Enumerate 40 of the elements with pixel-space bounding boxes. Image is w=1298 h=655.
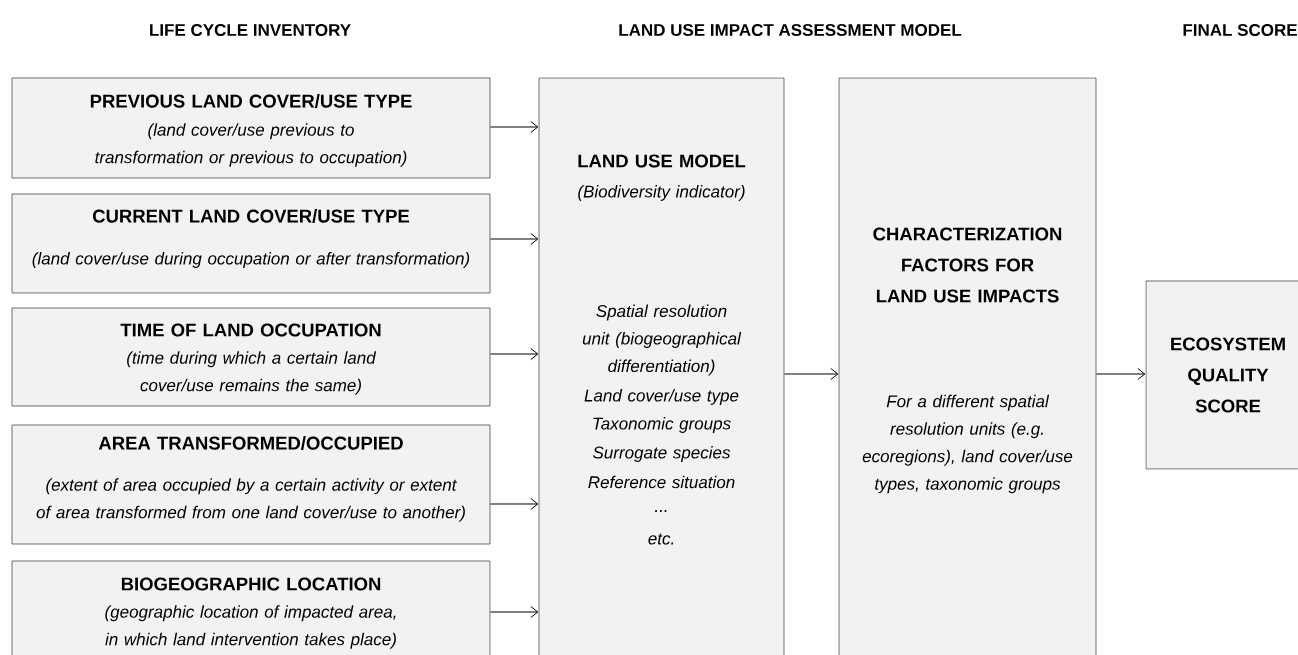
box-description: (land cover/use previous to transformation or previous to occupation) [95, 123, 407, 167]
arrow [783, 368, 839, 380]
box-description: (extent of area occupied by a certain activity or extent of area transformed from one land cover/use to another) [36, 478, 465, 522]
input-box [11, 193, 491, 294]
arrow [489, 498, 539, 510]
input-box [11, 560, 491, 655]
box-description: For a different spatial resolution units (e.g. ecoregions), land cover/use types, taxonomic groups [862, 394, 1073, 494]
box-description: Surrogate species [593, 446, 731, 462]
arrow [489, 348, 539, 360]
box-description: etc. [648, 533, 674, 545]
model-box [538, 77, 785, 655]
arrow [489, 606, 539, 618]
box-description: Spatial resolution unit (biogeographical differentiation) [582, 304, 742, 376]
arrow [489, 121, 539, 133]
box-heading: PREVIOUS LAND COVER/USE TYPE [90, 94, 412, 108]
input-box [11, 77, 491, 179]
factors-box [838, 77, 1097, 655]
input-box [11, 307, 491, 407]
box-heading: LAND USE MODEL [578, 154, 746, 168]
box-description: (geographic location of impacted area, in which land intervention takes place) [105, 605, 396, 649]
box-description: (time during which a certain land cover/use remains the same) [127, 351, 377, 395]
box-description: ... [655, 510, 667, 512]
score-box [1145, 280, 1298, 470]
box-description: (land cover/use during occupation or after transformation) [32, 252, 470, 268]
input-box [11, 424, 491, 545]
box-heading: AREA TRANSFORMED/OCCUPIED [98, 436, 403, 450]
box-heading: TIME OF LAND OCCUPATION [120, 323, 381, 337]
box-heading: ECOSYSTEM QUALITY SCORE [1171, 337, 1285, 413]
arrow [489, 233, 539, 245]
box-heading: CHARACTERIZATION FACTORS FOR LAND USE IMPACTS [873, 227, 1062, 303]
arrow [1095, 368, 1146, 380]
column-heading: FINAL SCORE [1183, 24, 1297, 36]
column-heading: LIFE CYCLE INVENTORY [150, 24, 351, 36]
box-description: (Biodiversity indicator) [578, 185, 745, 201]
box-description: Reference situation [588, 475, 735, 489]
box-heading: CURRENT LAND COVER/USE TYPE [92, 209, 410, 223]
box-description: Taxonomic groups [593, 417, 731, 433]
box-description: Land cover/use type [584, 389, 739, 405]
column-heading: LAND USE IMPACT ASSESSMENT MODEL [619, 24, 962, 36]
box-heading: BIOGEOGRAPHIC LOCATION [121, 577, 381, 591]
